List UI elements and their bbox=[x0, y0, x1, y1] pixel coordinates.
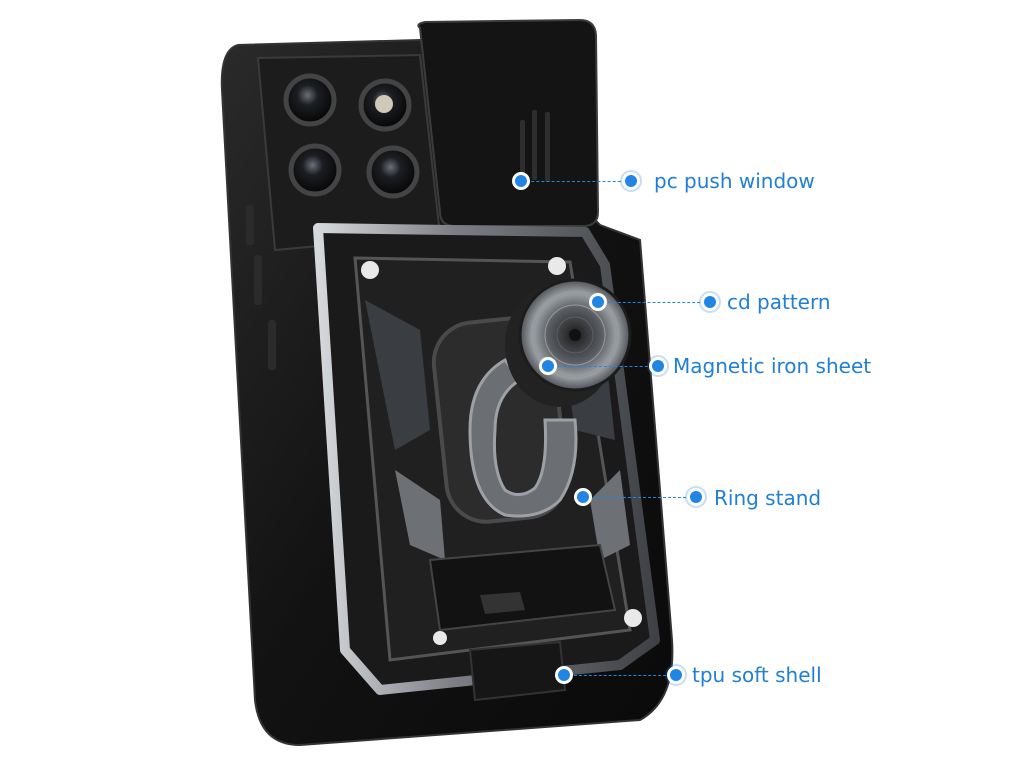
callout-marker-dot bbox=[555, 666, 573, 684]
callout-endpoint-dot bbox=[704, 296, 716, 308]
leader-line bbox=[548, 366, 658, 367]
label-magnetic-iron-sheet: Magnetic iron sheet bbox=[673, 354, 872, 378]
callout-endpoint-dot bbox=[625, 175, 637, 187]
leader-line bbox=[583, 497, 696, 498]
ring-stand bbox=[468, 358, 578, 518]
label-ring-stand: Ring stand bbox=[714, 486, 822, 510]
camera-lenses bbox=[283, 73, 420, 199]
callout-marker-dot bbox=[589, 293, 607, 311]
callout-endpoint-dot bbox=[652, 360, 664, 372]
label-tpu-soft-shell: tpu soft shell bbox=[692, 663, 822, 687]
leader-line bbox=[598, 302, 710, 303]
camera-plateau bbox=[256, 53, 442, 252]
callout-marker-dot bbox=[539, 357, 557, 375]
callout-endpoint-dot bbox=[690, 491, 702, 503]
leader-line bbox=[521, 181, 631, 182]
label-pc-push-window: pc push window bbox=[654, 169, 815, 193]
callout-endpoint-dot bbox=[670, 669, 682, 681]
push-window bbox=[417, 18, 600, 227]
callout-marker-dot bbox=[512, 172, 530, 190]
leader-line bbox=[564, 675, 676, 676]
label-cd-pattern: cd pattern bbox=[727, 290, 831, 314]
callout-marker-dot bbox=[574, 488, 592, 506]
